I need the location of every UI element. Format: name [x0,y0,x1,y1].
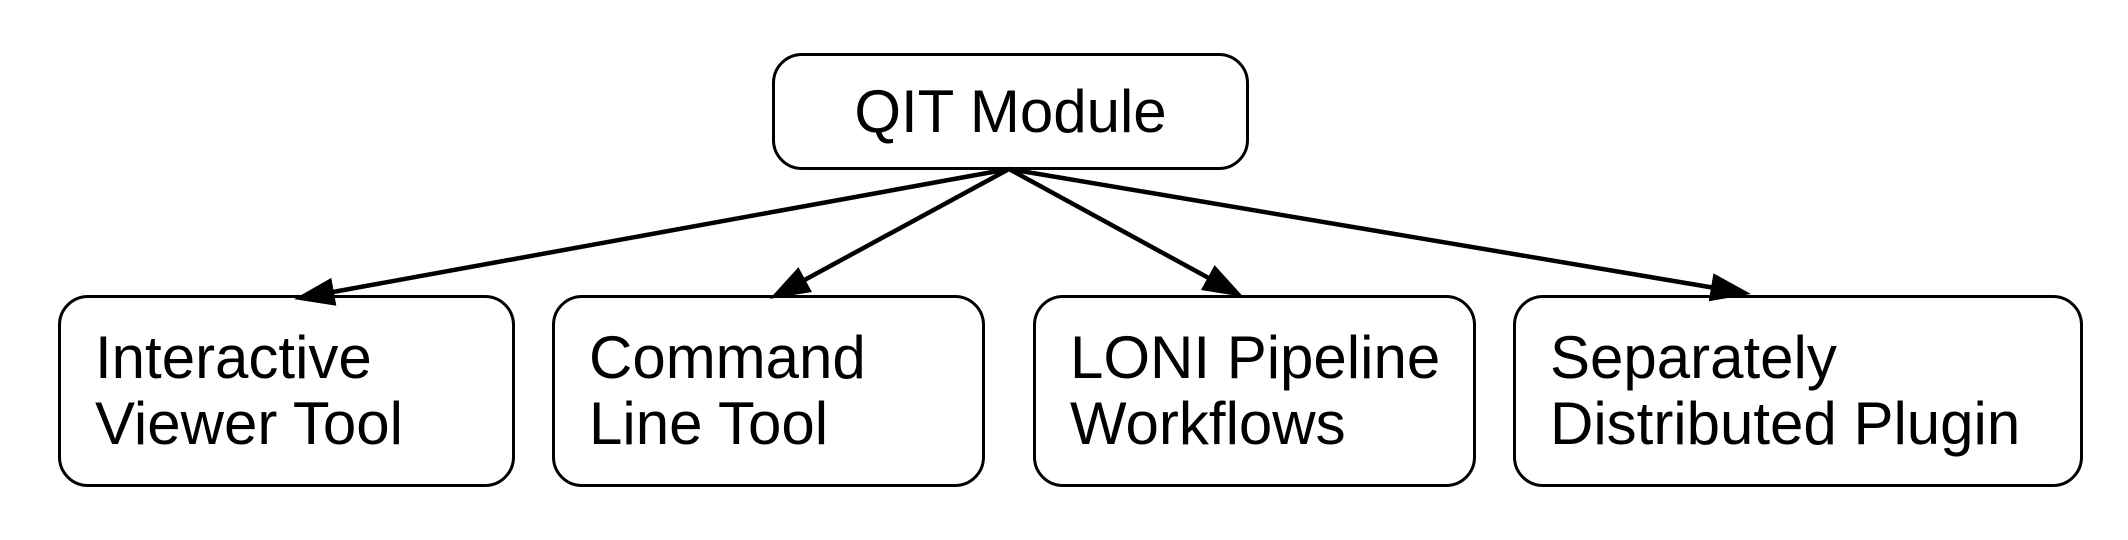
node-command-line-tool: Command Line Tool [552,295,985,487]
edge-qit-to-loni-pipeline-arrow [1007,167,1244,297]
node-label-line: Distributed Plugin [1550,390,2021,457]
edge-qit-to-separately-distributed-arrow [1008,166,1751,302]
node-separately-distributed-plugin: Separately Distributed Plugin [1513,295,2083,487]
edge-qit-to-command-line-arrow [769,167,1011,299]
node-label-line: Command [589,324,866,391]
node-label-line: LONI Pipeline [1070,324,1441,391]
node-label-line: Interactive [95,324,372,391]
edge-qit-to-interactive-viewer-arrow [294,166,1010,306]
node-label-line: Workflows [1070,390,1346,457]
node-label-line: Line Tool [589,390,829,457]
node-interactive-viewer-tool: Interactive Viewer Tool [58,295,515,487]
node-label-line: Separately [1550,324,1837,391]
node-label-line: QIT Module [854,77,1167,145]
node-label-line: Viewer Tool [95,390,403,457]
node-qit-module: QIT Module [772,53,1249,170]
node-loni-pipeline-workflows: LONI Pipeline Workflows [1033,295,1476,487]
